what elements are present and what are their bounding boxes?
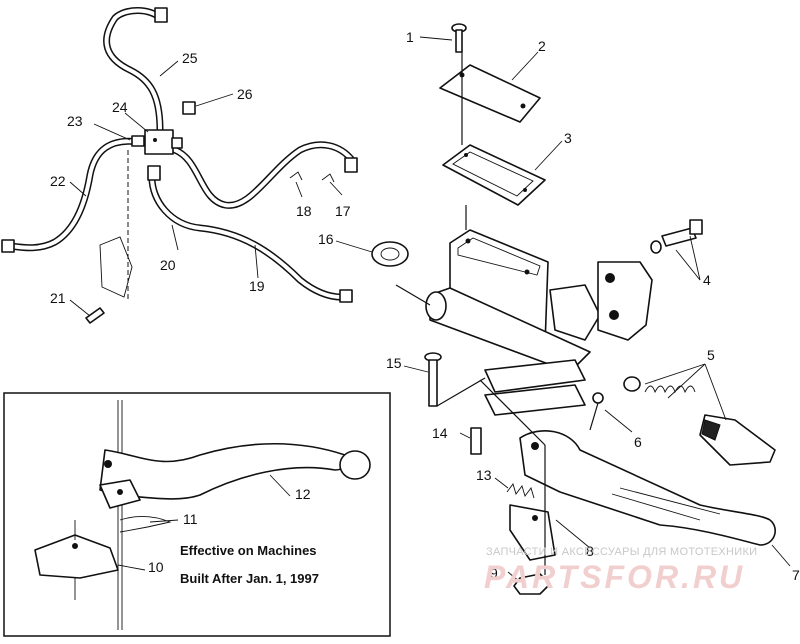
callout-24: 24 <box>112 99 128 115</box>
callout-17: 17 <box>335 203 351 219</box>
callout-18: 18 <box>296 203 312 219</box>
callout-15: 15 <box>386 355 402 371</box>
callout-26: 26 <box>237 86 253 102</box>
callout-2: 2 <box>538 38 546 54</box>
callout-12: 12 <box>295 486 311 502</box>
brake-line-assembly <box>1 7 358 324</box>
callout-16: 16 <box>318 231 334 247</box>
callout-8: 8 <box>586 543 594 559</box>
callout-20: 20 <box>160 257 176 273</box>
callout-19: 19 <box>249 278 265 294</box>
master-cylinder-assembly <box>371 23 776 595</box>
callout-22: 22 <box>50 173 66 189</box>
leader-lines <box>69 36 791 583</box>
callout-13: 13 <box>476 467 492 483</box>
inset-panel <box>3 392 391 637</box>
callout-7: 7 <box>792 567 800 583</box>
callout-5: 5 <box>707 347 715 363</box>
callout-14: 14 <box>432 425 448 441</box>
watermark-tagline: ЗАПЧАСТИ И АКСЕССУАРЫ ДЛЯ МОТОТЕХНИКИ <box>486 546 757 558</box>
callout-6: 6 <box>634 434 642 450</box>
callout-3: 3 <box>564 130 572 146</box>
callout-9: 9 <box>490 565 498 581</box>
callout-25: 25 <box>182 50 198 66</box>
inset-note-line1: Effective on Machines <box>180 543 317 558</box>
callout-23: 23 <box>67 113 83 129</box>
inset-note-line2: Built After Jan. 1, 1997 <box>180 571 319 586</box>
callout-labels: 1 2 3 4 5 6 7 8 9 10 11 12 13 14 15 16 1… <box>50 29 800 583</box>
callout-11: 11 <box>183 511 198 527</box>
callout-21: 21 <box>50 290 66 306</box>
callout-10: 10 <box>148 559 164 575</box>
watermark: ЗАПЧАСТИ И АКСЕССУАРЫ ДЛЯ МОТОТЕХНИКИ PA… <box>484 546 757 595</box>
callout-1: 1 <box>406 29 414 45</box>
callout-4: 4 <box>703 272 711 288</box>
watermark-brand: PARTSFOR.RU <box>484 559 745 595</box>
